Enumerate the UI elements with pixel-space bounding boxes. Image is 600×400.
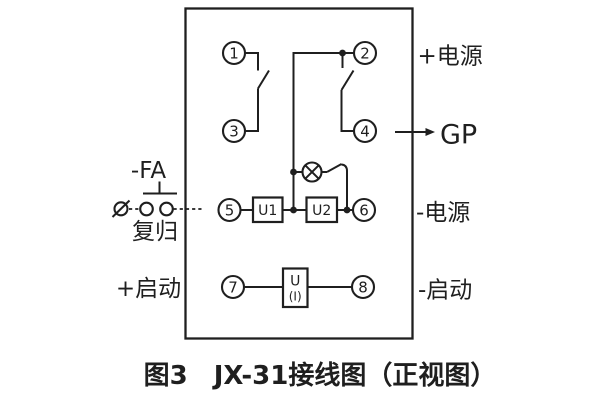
terminal-8: 8 (350, 274, 376, 300)
contact-switch-2-4 (340, 53, 355, 132)
terminal-5: 5 (217, 197, 242, 223)
terminal-4-number: 4 (360, 122, 370, 140)
terminal-6-number: 6 (359, 201, 369, 219)
terminal-1: 1 (221, 40, 247, 66)
reset-button (111, 181, 203, 218)
gp-arrow (395, 128, 435, 136)
caption: 图3 JX-31接线图（正视图） (144, 361, 497, 391)
reset-label: 复归 (132, 219, 178, 245)
indicator-lamp-icon (301, 161, 323, 183)
terminal-4: 4 (352, 118, 378, 144)
power-minus-label: -电源 (416, 200, 470, 226)
junction-dot (290, 206, 297, 214)
junction-dot (339, 49, 346, 57)
junction-dot (290, 168, 297, 176)
terminal-2: 2 (352, 40, 378, 66)
ui-label-top: U (290, 274, 300, 290)
terminal-6: 6 (351, 197, 377, 223)
junction-dot (343, 206, 351, 214)
relay-outline (184, 7, 414, 340)
terminal-7: 7 (220, 274, 246, 300)
u2-label: U2 (312, 203, 331, 219)
gp-label: GP (440, 120, 477, 151)
component-u1: U1 (251, 196, 284, 224)
fa-label: -FA (131, 158, 166, 184)
terminal-1-number: 1 (229, 44, 239, 62)
start-plus-label: +启动 (116, 276, 181, 302)
terminal-8-number: 8 (358, 278, 368, 296)
terminal-3-number: 3 (229, 122, 239, 140)
component-ui: U (I) (281, 267, 309, 309)
start-minus-label: -启动 (418, 278, 472, 304)
component-u2: U2 (305, 196, 339, 224)
terminal-3: 3 (221, 118, 247, 144)
external-connection-icon (111, 199, 131, 218)
terminal-2-number: 2 (360, 44, 370, 62)
power-plus-label: +电源 (418, 44, 483, 70)
u1-label: U1 (258, 203, 277, 219)
terminal-5-number: 5 (225, 201, 235, 219)
contact-switch-1-3 (245, 52, 270, 132)
lamp-branch (293, 161, 348, 210)
reset-button-actuator (143, 181, 177, 195)
lamp-switch-blade (326, 163, 342, 173)
reset-button-contacts (139, 201, 174, 217)
terminal-7-number: 7 (228, 278, 238, 296)
power-bus (292, 52, 354, 210)
ui-label-bottom: (I) (289, 290, 302, 304)
